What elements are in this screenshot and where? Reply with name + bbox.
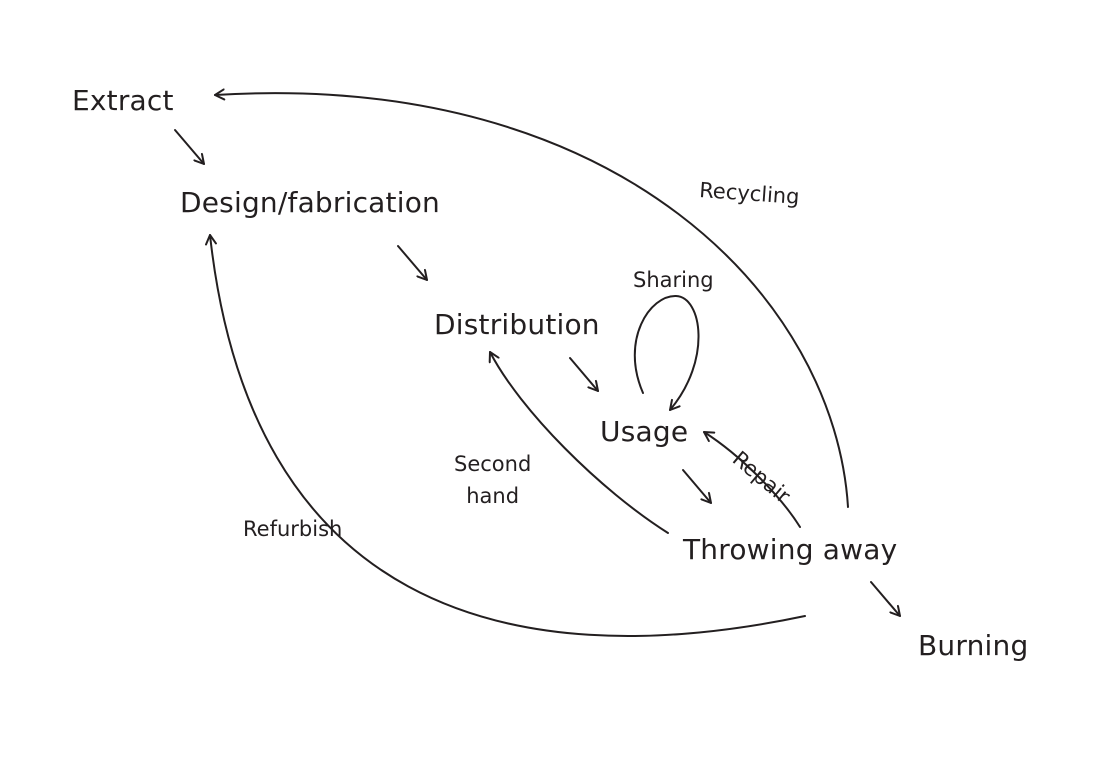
arrow-second-hand: [488, 351, 669, 534]
arrow-throwing-away-to-burning: [870, 581, 901, 617]
node-throwing-away: Throwing away: [683, 533, 898, 566]
label-second-hand: Second hand: [454, 449, 531, 512]
arrow-sharing-loop: [633, 294, 700, 411]
node-design-fabrication: Design/fabrication: [180, 186, 440, 219]
node-distribution: Distribution: [434, 308, 600, 341]
arrow-distribution-to-usage: [569, 357, 599, 392]
node-usage: Usage: [600, 415, 689, 448]
node-burning: Burning: [918, 629, 1029, 662]
label-refurbish: Refurbish: [243, 517, 343, 541]
label-second-hand-line1: Second: [454, 452, 532, 476]
arrow-refurbish: [205, 234, 806, 637]
label-sharing: Sharing: [633, 268, 714, 292]
arrow-usage-to-throwing-away: [682, 469, 712, 504]
arrow-design-to-distribution: [397, 245, 428, 281]
arrow-extract-to-design: [174, 129, 205, 165]
label-second-hand-line2: hand: [466, 483, 520, 508]
arrow-recycling: [214, 88, 849, 508]
arrow-repair: [703, 431, 801, 528]
node-extract: Extract: [72, 84, 174, 117]
